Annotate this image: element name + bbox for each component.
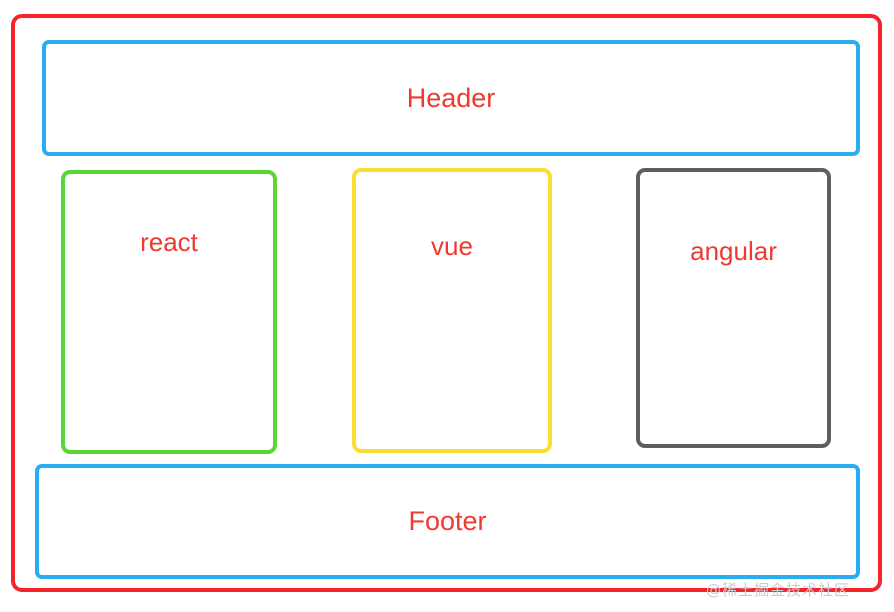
card-angular-label: angular [690,236,777,266]
footer-label: Footer [408,506,487,536]
card-react-label: react [140,227,198,257]
card-react: react [61,170,277,454]
header-label: Header [406,82,496,113]
card-vue: vue [352,168,552,453]
card-angular: angular [636,168,831,448]
outer-page-container [11,14,882,592]
header-box: Header [42,40,860,156]
card-vue-label: vue [431,230,473,261]
footer-box: Footer [35,464,860,579]
watermark-text: @稀土掘金技术社区 [705,581,850,599]
